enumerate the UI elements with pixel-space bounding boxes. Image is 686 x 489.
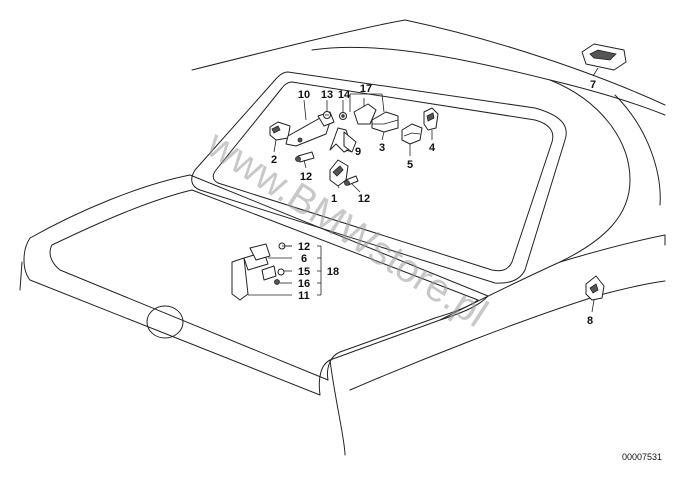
- watermark-text: www.BMWstore.pl: [198, 122, 495, 336]
- part-clip-8: [585, 275, 605, 301]
- label-11: 11: [298, 290, 310, 302]
- part-bolt-12-upper: [295, 151, 315, 163]
- part-clip-5: [401, 123, 423, 145]
- car-body-outline: [19, 19, 666, 456]
- part-handle-7: [581, 43, 627, 71]
- part-screw-13: [323, 111, 331, 119]
- label-18: 18: [327, 266, 339, 278]
- part-nut-14: [339, 112, 347, 120]
- label-4: 4: [429, 142, 436, 154]
- leader-lines: [248, 67, 599, 313]
- label-9: 9: [355, 146, 361, 158]
- label-15: 15: [298, 266, 310, 278]
- label-17: 17: [360, 83, 372, 95]
- part-plate-17: [353, 103, 377, 125]
- label-13: 13: [321, 89, 333, 101]
- label-2: 2: [271, 154, 277, 166]
- label-14: 14: [338, 89, 351, 101]
- label-16: 16: [298, 278, 310, 290]
- label-6: 6: [301, 253, 307, 265]
- label-10: 10: [298, 89, 310, 101]
- label-1: 1: [331, 193, 337, 205]
- part-bracket-3: [371, 111, 399, 133]
- label-8: 8: [587, 315, 593, 327]
- label-7: 7: [590, 79, 596, 91]
- label-12-lower: 12: [358, 193, 370, 205]
- part-hinge-link-9: [329, 127, 357, 153]
- label-3: 3: [379, 142, 385, 154]
- part-lower-hinge-group: [231, 242, 292, 301]
- part-clip-2: [269, 121, 291, 141]
- part-clip-4: [423, 107, 439, 131]
- part-hinge-bracket-1: [329, 159, 349, 187]
- part-labels: 1 2 3 4 5 6 7 8 9 10 11 12 12 12 13 14 1…: [271, 79, 596, 327]
- part-bolt-12-lower: [344, 175, 359, 186]
- reference-number: 00007531: [622, 452, 662, 462]
- label-12-group: 12: [298, 241, 310, 253]
- label-12-upper: 12: [300, 171, 312, 183]
- label-5: 5: [407, 159, 413, 171]
